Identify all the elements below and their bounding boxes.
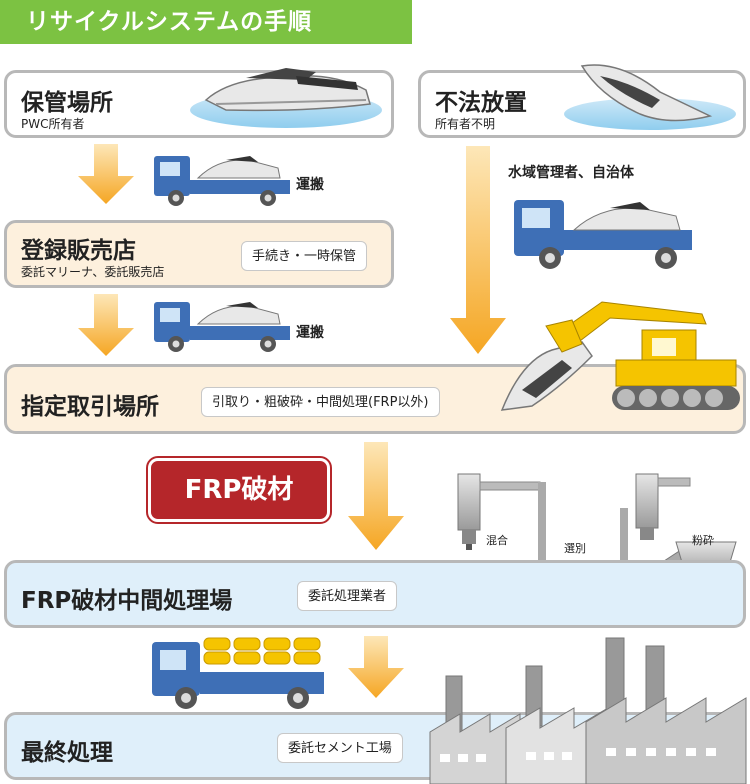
intermediate-tag: 委託処理業者 [297, 581, 398, 611]
storage-title: 保管場所 [21, 90, 113, 116]
frp-material-badge: FRP破材 [146, 456, 332, 524]
diagram-title: リサイクルシステムの手順 [0, 0, 412, 44]
arrow-down-icon [348, 442, 404, 550]
truck-icon [154, 302, 290, 352]
dealer-tag: 手続き・一時保管 [241, 241, 368, 271]
storage-sub: PWC所有者 [21, 117, 85, 131]
final-title: 最終処理 [21, 740, 113, 766]
intermediate-box: FRP破材中間処理場 委託処理業者 [4, 560, 746, 628]
truck-icon [154, 156, 290, 206]
transport-label-2: 運搬 [296, 325, 324, 341]
designated-tag: 引取り・粗破砕・中間処理(FRP以外) [201, 387, 440, 417]
arrow-down-icon [78, 144, 134, 204]
mix-label: 混合 [486, 534, 508, 547]
arrow-down-long-icon [450, 146, 506, 354]
tilted-jetski-icon [564, 64, 736, 130]
authority-label: 水域管理者、自治体 [508, 165, 634, 181]
factory-icon [429, 637, 747, 784]
arrow-down-icon [78, 294, 134, 356]
truck-authority-icon [514, 200, 692, 269]
dealer-box: 登録販売店 委託マリーナ、委託販売店 手続き・一時保管 [4, 220, 394, 288]
abandoned-title: 不法放置 [435, 90, 527, 116]
crush-label: 粉砕 [692, 534, 714, 547]
cargo-truck-icon [152, 637, 324, 709]
designated-title: 指定取引場所 [21, 394, 159, 420]
transport-label-1: 運搬 [296, 177, 324, 193]
excavator-icon [500, 301, 740, 411]
dealer-sub: 委託マリーナ、委託販売店 [21, 265, 165, 279]
abandoned-sub: 所有者不明 [435, 117, 496, 131]
sort-label: 選別 [564, 542, 586, 555]
jetski-icon [190, 68, 382, 128]
arrow-down-icon [348, 636, 404, 698]
intermediate-title: FRP破材中間処理場 [21, 588, 233, 614]
dealer-title: 登録販売店 [21, 238, 136, 264]
final-tag: 委託セメント工場 [277, 733, 403, 763]
